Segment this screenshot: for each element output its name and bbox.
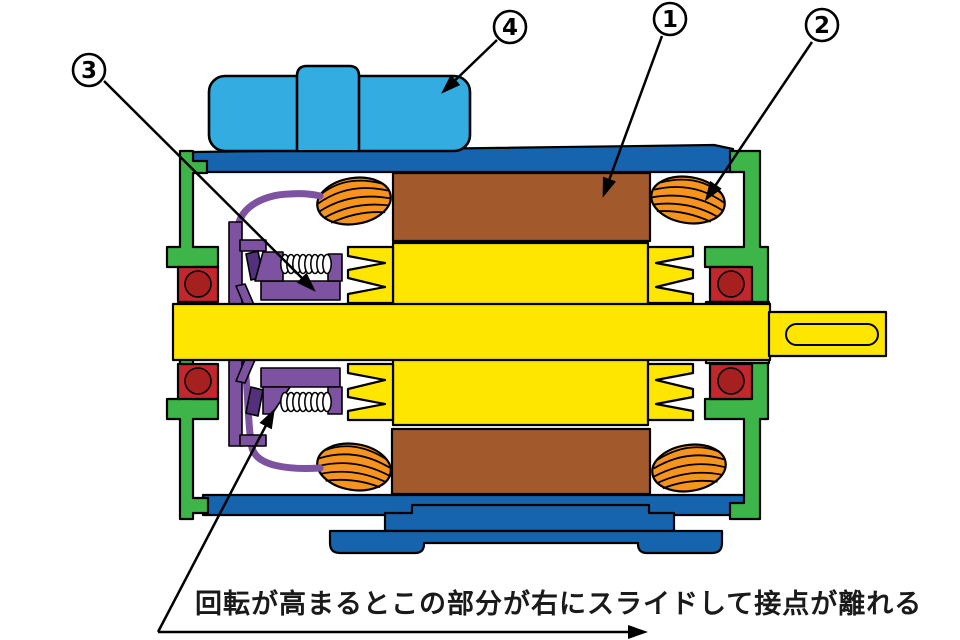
capacitor	[207, 64, 472, 153]
callout-4-circle	[492, 9, 528, 45]
lead-wire-top	[234, 190, 324, 230]
shaft-extension	[767, 310, 888, 358]
stator-core-top	[391, 171, 652, 243]
centrifugal-switch-slider	[254, 251, 343, 415]
spring-bottom	[280, 391, 332, 413]
bearing-ball-right-bottom	[717, 367, 745, 395]
slider-bar-bottom	[260, 367, 341, 388]
callout-3: 3	[71, 52, 107, 88]
bearing-ball-left-bottom	[184, 367, 212, 395]
leader-3	[103, 80, 316, 292]
shaft-main	[171, 302, 772, 362]
centrifugal-switch-stationary	[228, 190, 324, 472]
fin-plate-bottom-left	[346, 362, 395, 422]
callout-3-number: 3	[81, 58, 97, 84]
callout-3-circle	[71, 52, 107, 88]
callout-2-number: 2	[814, 13, 830, 39]
leader-1	[602, 35, 664, 198]
leader-lines	[103, 35, 814, 639]
slider-bar-top	[260, 280, 341, 301]
capacitor-terminal-cover	[295, 64, 361, 150]
callout-1: 1	[652, 1, 688, 37]
coil-bottom-left	[312, 437, 396, 497]
callout-1-number: 1	[662, 7, 678, 33]
stator-core-bottom	[390, 427, 652, 496]
fin-plate-bottom-right	[646, 362, 695, 422]
callout-2-circle	[804, 7, 840, 43]
shaft	[171, 300, 888, 365]
callout-2: 2	[804, 7, 840, 43]
leader-2	[704, 41, 814, 202]
fin-plate-top-right	[646, 245, 695, 305]
callout-1-circle	[652, 1, 688, 37]
caption-text: 回転が高まるとこの部分が右にスライドして接点が離れる	[195, 588, 922, 619]
bearing-ball-right-top	[717, 270, 745, 298]
mounting-block	[383, 503, 676, 533]
bearing-ball-left-top	[184, 270, 212, 298]
contact-arm-bottom	[239, 434, 267, 447]
coil-bottom-right	[647, 438, 731, 498]
leader-4	[441, 39, 498, 94]
coil-top-right	[646, 170, 730, 230]
contact-arm-top	[239, 239, 267, 252]
fin-plate-top-left	[346, 245, 395, 305]
bearings	[176, 265, 754, 401]
rotor-fins	[346, 245, 695, 422]
callout-4: 4	[492, 9, 528, 45]
callout-4-number: 4	[502, 15, 518, 41]
shaft-keyway	[785, 323, 879, 346]
coil-top-left	[312, 171, 396, 231]
mounting-foot	[328, 529, 724, 555]
caption-leader	[156, 408, 275, 633]
